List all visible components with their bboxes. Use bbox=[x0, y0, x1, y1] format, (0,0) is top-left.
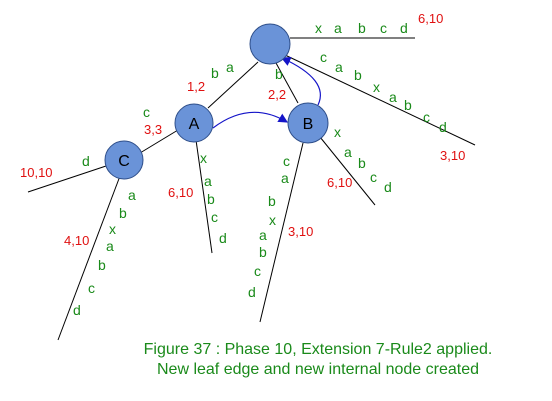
label-root-right-3: x bbox=[373, 79, 380, 95]
label-root-top-0: x bbox=[315, 20, 322, 36]
suffix-link-b-to-root bbox=[280, 57, 321, 106]
label-root-a-0: b bbox=[211, 65, 219, 81]
label-root-right-2: b bbox=[354, 67, 362, 83]
label-b-down-4: a bbox=[259, 227, 267, 243]
label-a-leaf-0: x bbox=[200, 150, 207, 166]
index-root-a: 1,2 bbox=[187, 79, 205, 94]
label-b-down-2: b bbox=[268, 193, 276, 209]
label-c-leaf-6: d bbox=[73, 302, 81, 318]
node-b bbox=[287, 102, 329, 144]
figure-caption: Figure 37 : Phase 10, Extension 7-Rule2 … bbox=[108, 340, 528, 380]
label-a-leaf-3: c bbox=[211, 209, 218, 225]
label-c-leaf-0: a bbox=[128, 187, 136, 203]
edge-b-right-leaf bbox=[319, 136, 376, 206]
label-root-top-1: a bbox=[334, 20, 342, 36]
edge-b-down-leaf bbox=[259, 142, 304, 323]
label-a-leaf-4: d bbox=[219, 230, 227, 246]
edge-c-leaf bbox=[57, 175, 121, 341]
label-root-b-0: b bbox=[275, 66, 283, 82]
label-c-leaf-4: b bbox=[98, 257, 106, 273]
label-c-leaf-3: a bbox=[106, 238, 114, 254]
index-a-leaf: 6,10 bbox=[168, 185, 193, 200]
index-a-c: 3,3 bbox=[144, 122, 162, 137]
index-c-left: 10,10 bbox=[20, 165, 53, 180]
label-b-down-3: x bbox=[269, 212, 276, 228]
label-root-top-3: c bbox=[380, 20, 387, 36]
edge-a-leaf bbox=[195, 139, 213, 254]
edge-c-left-leaf bbox=[27, 163, 113, 193]
caption-line-2: New leaf edge and new internal node crea… bbox=[157, 361, 479, 378]
label-c-leaf-5: c bbox=[88, 280, 95, 296]
label-b-down-7: d bbox=[248, 284, 256, 300]
label-root-right-1: a bbox=[335, 59, 343, 75]
label-root-top-4: d bbox=[400, 20, 408, 36]
label-c-leaf-2: x bbox=[109, 221, 116, 237]
index-root-top: 6,10 bbox=[418, 11, 443, 26]
label-root-a-1: a bbox=[226, 59, 234, 75]
node-b-label: B bbox=[303, 116, 314, 133]
label-b-right-2: b bbox=[358, 155, 366, 171]
edge-root-a bbox=[207, 61, 259, 109]
label-root-right-0: c bbox=[320, 49, 327, 65]
label-b-down-0: c bbox=[283, 153, 290, 169]
index-c-leaf: 4,10 bbox=[64, 233, 89, 248]
node-c-label: C bbox=[118, 153, 130, 170]
label-root-right-4: a bbox=[389, 89, 397, 105]
label-a-leaf-2: b bbox=[207, 191, 215, 207]
node-a bbox=[174, 103, 214, 143]
caption-line-1: Figure 37 : Phase 10, Extension 7-Rule2 … bbox=[143, 341, 493, 358]
arrow-a-to-b bbox=[212, 111, 289, 129]
label-root-right-7: d bbox=[439, 119, 447, 135]
index-b-down: 3,10 bbox=[288, 224, 313, 239]
index-root-right: 3,10 bbox=[440, 148, 465, 163]
label-root-right-6: c bbox=[423, 109, 430, 125]
root-node bbox=[249, 23, 291, 65]
edge-a-c bbox=[139, 129, 179, 154]
label-b-right-1: a bbox=[344, 144, 352, 160]
label-c-left-0: d bbox=[82, 153, 90, 169]
label-b-right-0: x bbox=[334, 124, 341, 140]
label-c-leaf-1: b bbox=[119, 205, 127, 221]
label-b-right-3: c bbox=[370, 169, 377, 185]
index-b-right: 6,10 bbox=[327, 175, 352, 190]
label-b-right-4: d bbox=[384, 179, 392, 195]
label-root-top-2: b bbox=[358, 20, 366, 36]
node-a-label: A bbox=[189, 116, 200, 133]
label-a-leaf-1: a bbox=[204, 173, 212, 189]
index-root-b: 2,2 bbox=[268, 87, 286, 102]
label-b-down-1: a bbox=[281, 170, 289, 186]
label-a-c-0: c bbox=[143, 104, 150, 120]
edge-root-right-leaf bbox=[284, 54, 476, 146]
edge-root-b bbox=[275, 62, 299, 104]
label-root-right-5: b bbox=[404, 97, 412, 113]
node-c bbox=[104, 140, 144, 180]
label-b-down-6: c bbox=[254, 263, 261, 279]
label-b-down-5: b bbox=[259, 244, 267, 260]
